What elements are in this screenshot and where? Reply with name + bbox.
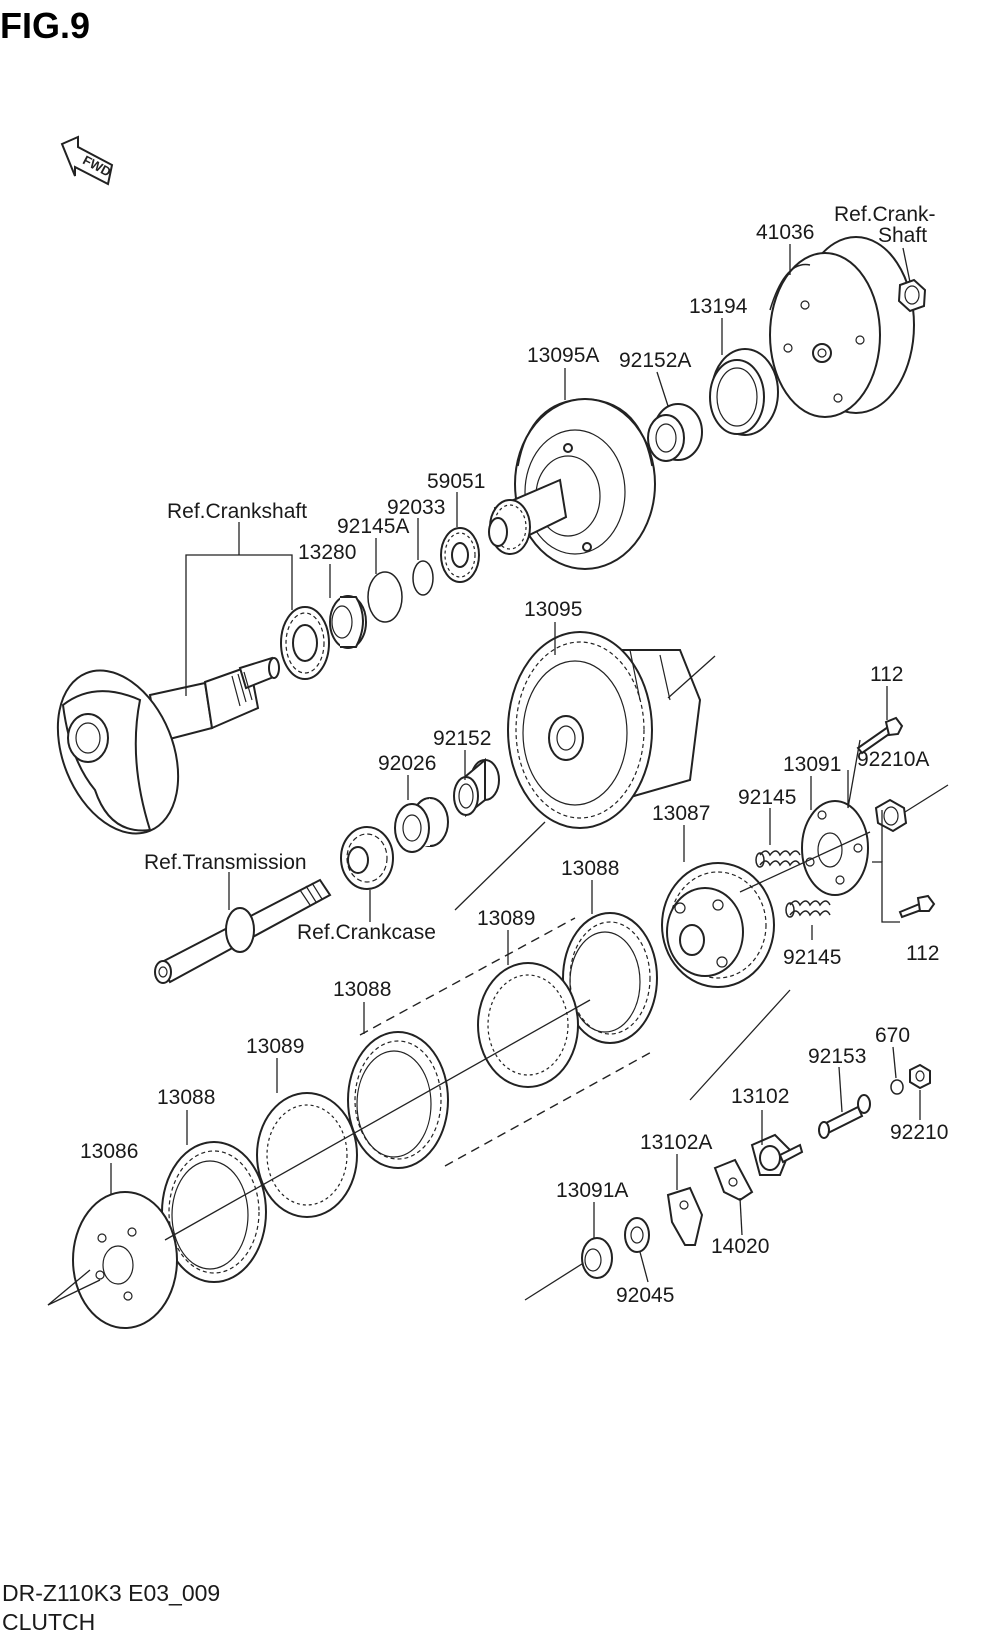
label-13091: 13091 (783, 753, 841, 776)
label-13095: 13095 (524, 598, 582, 621)
transmission-shaft-part (154, 878, 332, 984)
axis-line (667, 655, 716, 699)
label-92152: 92152 (433, 727, 491, 750)
part-13095A (488, 398, 656, 570)
part-92152A (647, 403, 703, 462)
part-13194 (709, 348, 779, 436)
crankshaft-nut-part (897, 278, 927, 313)
dashed-guide (359, 917, 576, 1036)
steel-plate-13089-top (477, 962, 579, 1088)
label-13087: 13087 (652, 802, 710, 825)
label-92145A: 92145A (337, 515, 409, 538)
label-92145-top: 92145 (738, 786, 796, 809)
spring-92145-top (755, 850, 801, 868)
figure-title: FIG.9 (0, 5, 90, 46)
label-14020: 14020 (711, 1235, 769, 1258)
part-92153 (818, 1094, 871, 1139)
part-13102 (750, 1133, 804, 1176)
label-92026: 92026 (378, 752, 436, 775)
label-13089-top: 13089 (477, 907, 535, 930)
part-labels: 41036 Ref.Crank- Shaft 13194 13095A 9215… (80, 203, 948, 1307)
dashed-guide (444, 1049, 656, 1167)
part-13102A (666, 1186, 704, 1246)
axis-line (164, 999, 591, 1241)
axis-line (47, 1279, 101, 1306)
label-59051: 59051 (427, 470, 485, 493)
leader-lines (110, 244, 921, 1283)
label-13089-mid: 13089 (246, 1035, 304, 1058)
bolt-112-top (856, 716, 904, 755)
label-13102A: 13102A (640, 1131, 712, 1154)
steel-plate-13089-mid (256, 1092, 358, 1218)
label-112-bottom: 112 (906, 942, 939, 965)
part-92033 (412, 560, 434, 596)
crankshaft-gear-part (280, 606, 330, 680)
label-92145-bottom: 92145 (783, 946, 841, 969)
part-13087 (661, 862, 775, 988)
part-92210 (909, 1063, 931, 1090)
label-ref-crankcase: Ref.Crankcase (297, 921, 436, 944)
part-59051 (440, 527, 480, 583)
label-41036: 41036 (756, 221, 814, 244)
label-92153: 92153 (808, 1045, 866, 1068)
friction-plate-13088-top (562, 912, 658, 1044)
axis-line (47, 1269, 91, 1306)
label-670: 670 (875, 1024, 910, 1047)
label-13091A: 13091A (556, 1179, 628, 1202)
label-13194: 13194 (689, 295, 748, 318)
label-92152A: 92152A (619, 349, 691, 372)
label-92045: 92045 (616, 1284, 674, 1307)
label-13088-low: 13088 (157, 1086, 215, 1109)
label-92210A: 92210A (857, 748, 929, 771)
friction-plate-13088-mid (347, 1031, 449, 1169)
part-41036 (769, 236, 915, 418)
part-670 (890, 1079, 904, 1095)
spring-92145-bottom (785, 900, 831, 918)
part-13280 (329, 595, 367, 649)
part-13086 (72, 1191, 178, 1329)
label-13086: 13086 (80, 1140, 138, 1163)
footer-section-name: CLUTCH (2, 1609, 95, 1635)
label-ref-crank-shaft-line1: Ref.Crank- (834, 203, 936, 226)
label-ref-crank-shaft-line2: Shaft (878, 224, 927, 247)
label-13088-mid: 13088 (333, 978, 391, 1001)
axis-line (904, 784, 949, 813)
label-13088-top: 13088 (561, 857, 619, 880)
label-112-top: 112 (870, 663, 903, 686)
label-13095A: 13095A (527, 344, 599, 367)
part-92145A (367, 571, 403, 623)
part-14020 (713, 1158, 754, 1202)
label-ref-transmission: Ref.Transmission (144, 851, 307, 874)
part-92152 (453, 757, 500, 818)
axis-line (454, 821, 546, 911)
part-13091A (581, 1237, 613, 1279)
axis-line (739, 831, 871, 893)
fwd-arrow-icon: FWD (60, 135, 114, 186)
label-13102: 13102 (731, 1085, 789, 1108)
axis-line (524, 1261, 586, 1301)
label-ref-crankshaft: Ref.Crankshaft (167, 500, 307, 523)
crankshaft-part (56, 656, 280, 835)
bolt-112-bottom (898, 894, 936, 919)
part-92026 (394, 797, 449, 853)
part-92210A (874, 798, 908, 833)
footer-model-code: DR-Z110K3 E03_009 (2, 1580, 220, 1606)
part-92045 (624, 1217, 650, 1253)
part-13095 (507, 631, 702, 829)
label-92033: 92033 (387, 496, 445, 519)
label-13280: 13280 (298, 541, 356, 564)
axis-line (689, 989, 791, 1101)
label-92210: 92210 (890, 1121, 948, 1144)
crankcase-bearing-part (340, 826, 394, 890)
